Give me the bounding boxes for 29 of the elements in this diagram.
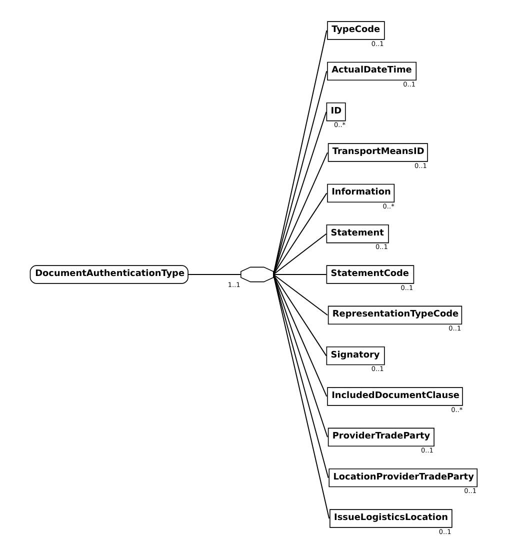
node-box: Signatory: [326, 346, 384, 366]
node-box: ProviderTradeParty: [327, 428, 434, 446]
connector: [272, 70, 327, 275]
node-box: TransportMeansID: [327, 143, 428, 162]
connector: [272, 274, 327, 397]
connector: [272, 274, 328, 438]
node-box: RepresentationTypeCode: [327, 306, 462, 325]
connector: [272, 274, 328, 478]
node-box: DocumentAuthenticationType: [29, 265, 188, 284]
connector: [272, 111, 326, 275]
connector: [187, 274, 241, 275]
node-box: Information: [326, 184, 394, 203]
connector: [272, 274, 328, 316]
node-box: IssueLogisticsLocation: [329, 509, 452, 528]
node-box: Statement: [326, 224, 388, 244]
connector: [272, 192, 327, 275]
connector: [272, 233, 326, 275]
node-box: StatementCode: [326, 265, 414, 284]
connector: [272, 30, 327, 275]
connector: [272, 274, 326, 356]
node-box: ActualDateTime: [326, 62, 416, 81]
node-octagon: [240, 266, 274, 282]
connector: [272, 274, 330, 519]
node-box: IncludedDocumentClause: [326, 387, 462, 406]
connector: [272, 152, 328, 275]
node-box: TypeCode: [326, 21, 384, 40]
node-box: LocationProviderTradeParty: [328, 468, 478, 488]
node-box: ID: [326, 102, 346, 122]
connector: [272, 274, 326, 275]
